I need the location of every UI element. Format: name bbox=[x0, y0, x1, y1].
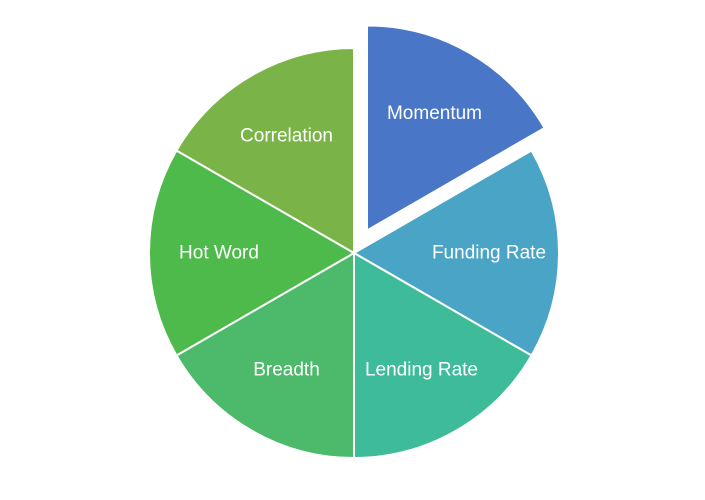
pie-slice-lending-rate[interactable] bbox=[353, 252, 533, 459]
pie-slice-breadth[interactable] bbox=[175, 252, 355, 459]
pie-slice-momentum[interactable] bbox=[366, 24, 546, 232]
pie-slice-correlation[interactable] bbox=[175, 47, 355, 254]
pie-slice-hot-word[interactable] bbox=[147, 149, 355, 357]
pie-slice-funding-rate[interactable] bbox=[353, 149, 561, 357]
